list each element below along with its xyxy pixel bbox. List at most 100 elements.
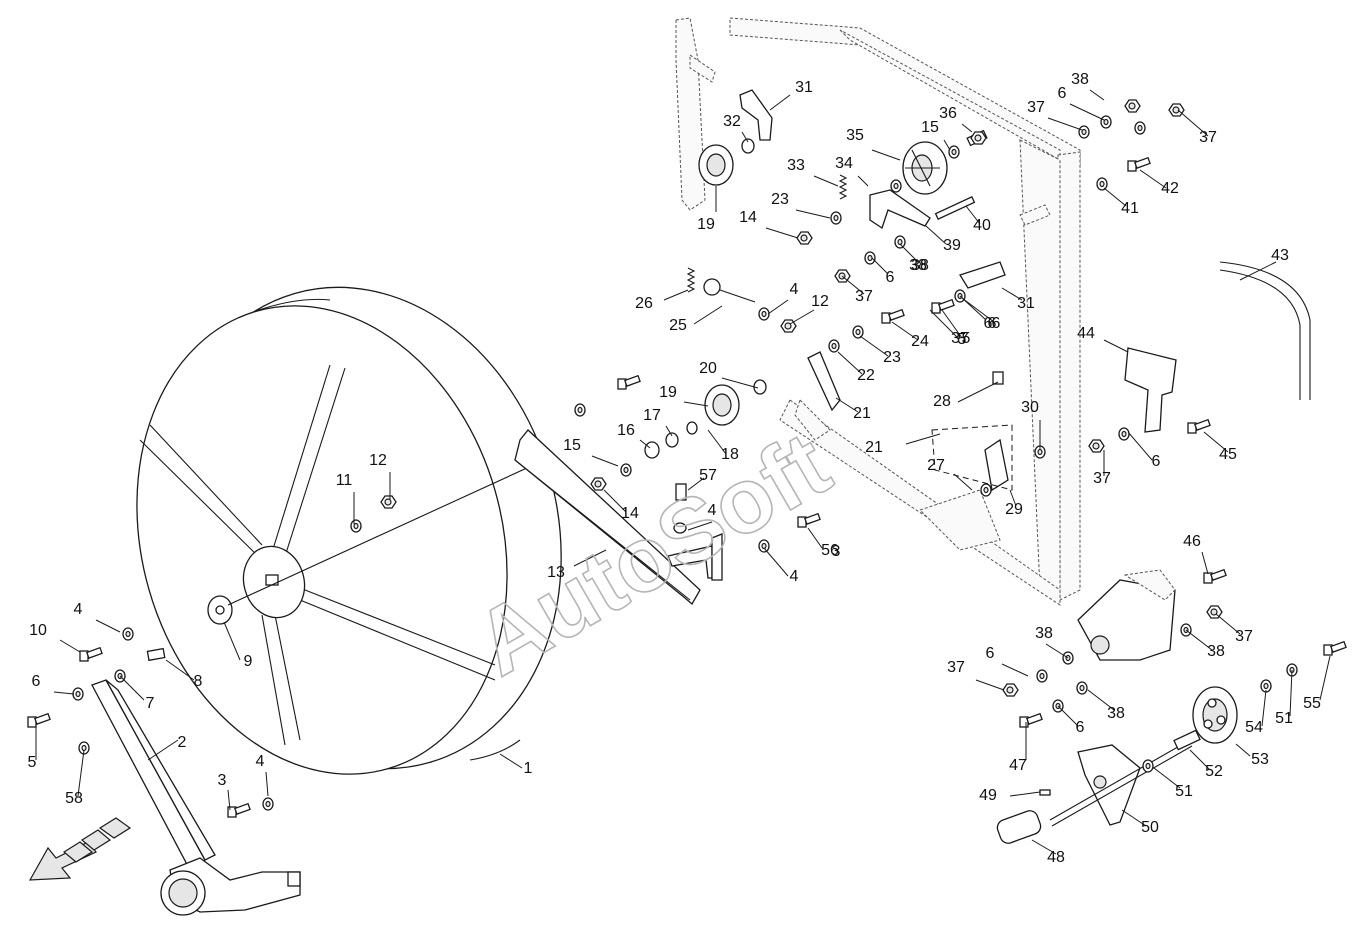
part-callout-label: 41	[1121, 200, 1139, 217]
machine-frame	[675, 17, 1081, 606]
part-callout-label: 45	[1219, 446, 1237, 463]
leader-line	[147, 739, 179, 761]
right-side-parts	[1077, 261, 1311, 661]
leader-line	[871, 149, 901, 161]
part-callout-label: 37	[951, 330, 969, 347]
washer	[758, 307, 770, 321]
bolt	[617, 374, 641, 390]
nut	[1168, 103, 1185, 117]
part-callout-label: 42	[1161, 180, 1179, 197]
leader-line	[835, 397, 859, 413]
leader-line	[1139, 169, 1167, 189]
leader-line	[959, 295, 987, 321]
part-callout-label: 58	[65, 790, 83, 807]
bolt	[1019, 712, 1043, 728]
part-callout-label: 26	[635, 295, 653, 312]
part-callout-label: 31	[1017, 295, 1035, 312]
leader-line	[941, 309, 963, 339]
leader-line	[1103, 187, 1127, 207]
nut	[1002, 683, 1019, 697]
leader-line	[227, 789, 231, 811]
washer	[890, 179, 902, 193]
part-callout-label: 38	[1071, 71, 1089, 88]
leader-line	[871, 257, 889, 275]
part-callout-label: 28	[933, 393, 951, 410]
bolt	[931, 298, 955, 314]
part-callout-label: 32	[723, 113, 741, 130]
leader-line	[687, 521, 713, 531]
leader-line	[1057, 705, 1079, 727]
part-callout-label: 37	[855, 288, 873, 305]
part-callout-label: 4	[790, 568, 799, 585]
part-callout-label: 35	[846, 127, 864, 144]
part-callout-label: 8	[194, 673, 203, 690]
nut	[970, 131, 987, 145]
part-callout-label: 4	[708, 502, 717, 519]
part-callout-label: 38	[1107, 705, 1125, 722]
part-callout-label: 47	[1009, 757, 1027, 774]
part-callout-label: 10	[29, 622, 47, 639]
washer	[350, 519, 362, 533]
bolt	[1127, 156, 1151, 172]
leader-line	[859, 335, 889, 357]
leader-line	[807, 527, 823, 549]
part-callout-label: 27	[927, 457, 945, 474]
leader-line	[1031, 839, 1057, 855]
part-callout-label: 51	[1175, 783, 1193, 800]
part-callout-label: 6	[984, 315, 993, 332]
part-callout-label: 9	[244, 653, 253, 670]
leader-line	[961, 123, 973, 133]
part-callout-label: 18	[721, 446, 739, 463]
part-callout-label: 25	[669, 317, 687, 334]
leader-line	[975, 679, 1005, 691]
part-callout-label: 37	[1235, 628, 1253, 645]
part-callout-label: 31	[795, 79, 813, 96]
nut	[1124, 99, 1141, 113]
part-callout-label: 1	[524, 760, 533, 777]
leader-line	[789, 309, 815, 325]
part-callout-label: 21	[865, 439, 883, 456]
part-callout-label: 6	[1058, 85, 1067, 102]
washer	[980, 483, 992, 497]
leader-line	[165, 659, 195, 681]
leader-line	[961, 297, 995, 323]
leader-line	[943, 139, 951, 151]
leader-line	[1127, 431, 1153, 461]
part-callout-label: 20	[699, 360, 717, 377]
nut	[1206, 605, 1223, 619]
leader-line	[841, 275, 865, 295]
bolt	[1187, 418, 1211, 434]
leader-line	[1103, 339, 1129, 353]
washer	[852, 325, 864, 339]
leader-line	[1201, 551, 1209, 575]
part-callout-label: 22	[857, 367, 875, 384]
part-callout-label: 40	[973, 217, 991, 234]
bracket-56	[667, 533, 723, 581]
leader-line	[1087, 689, 1115, 711]
leader-line	[663, 289, 689, 301]
part-callout-label: 7	[146, 695, 155, 712]
leader-line	[1121, 809, 1147, 827]
washer	[574, 403, 586, 417]
leader-line	[741, 131, 749, 143]
part-callout-label: 15	[563, 437, 581, 454]
leader-line	[1177, 109, 1209, 137]
leader-line	[1069, 103, 1105, 121]
part-callout-label: 14	[621, 505, 639, 522]
leader-line	[265, 771, 269, 797]
washer	[1134, 121, 1146, 135]
leader-line	[683, 401, 709, 407]
washer	[620, 463, 632, 477]
part-callout-label: 4	[74, 601, 83, 618]
part-callout-label: 15	[921, 119, 939, 136]
leader-line	[693, 305, 723, 325]
part-callout-label: 4	[256, 753, 265, 770]
bolt	[1323, 640, 1347, 656]
leader-line	[1189, 749, 1211, 771]
part-callout-label: 46	[1183, 533, 1201, 550]
part-callout-label: 38	[909, 257, 927, 274]
washer	[72, 687, 84, 701]
leader-line	[573, 549, 607, 567]
part-callout-label: 11	[336, 472, 353, 489]
